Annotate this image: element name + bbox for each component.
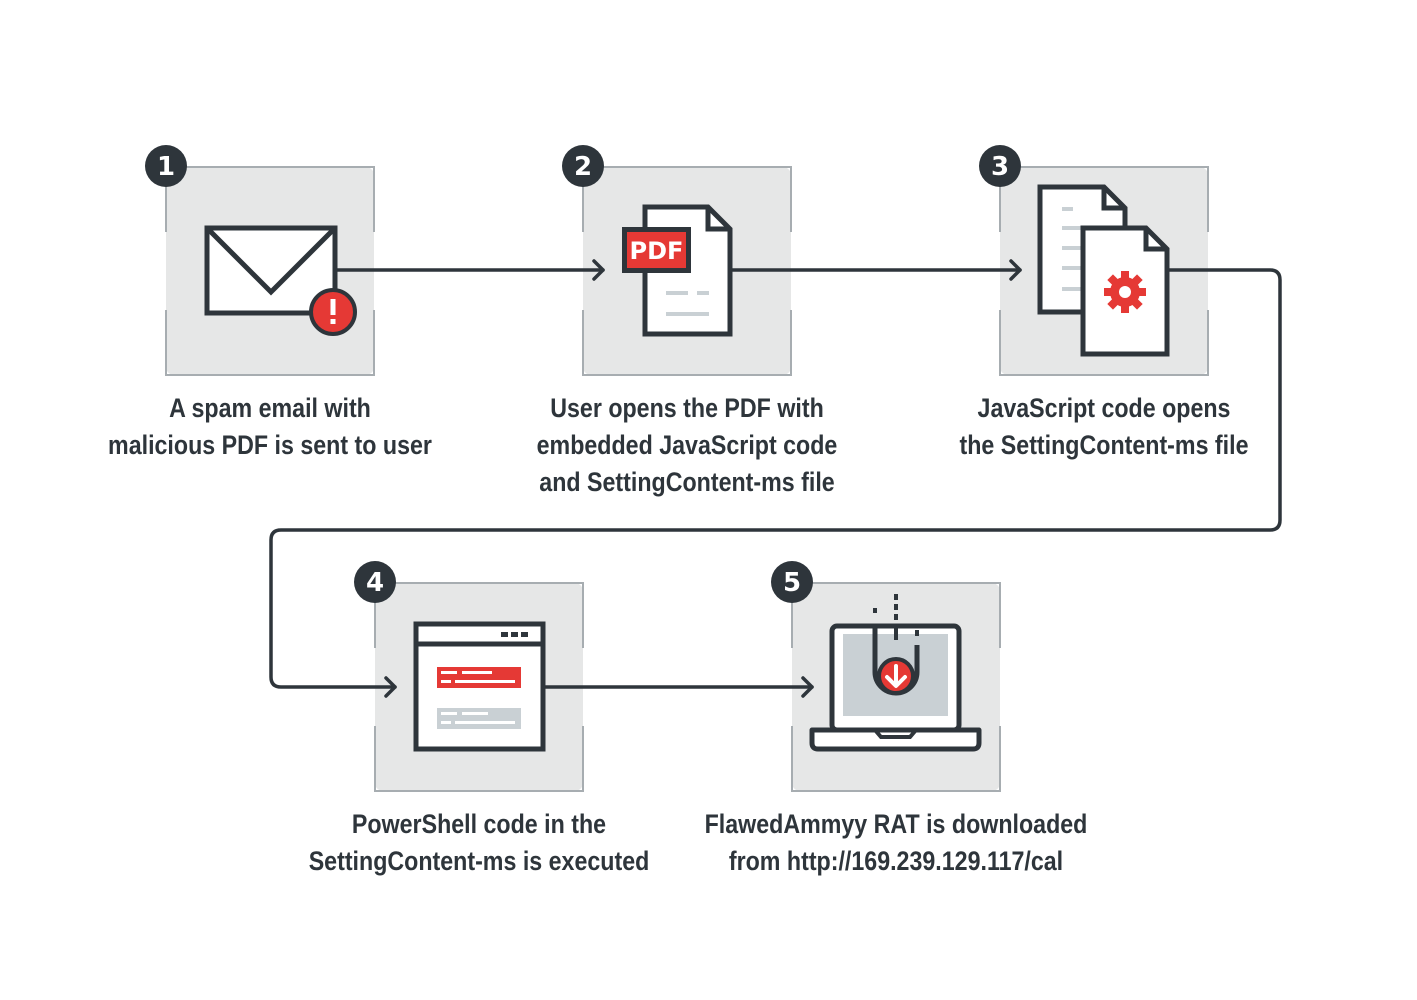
cable-lines	[873, 594, 919, 640]
step-2-number: 2	[574, 152, 592, 182]
step-1-badge: 1	[145, 145, 187, 187]
powershell-window-icon	[413, 621, 546, 752]
step-5-caption: FlawedAmmyy RAT is downloaded from http:…	[703, 806, 1090, 880]
step-4-caption: PowerShell code in the SettingContent-ms…	[307, 806, 651, 880]
pdf-document-icon: PDF	[622, 204, 733, 337]
step-1-number: 1	[157, 152, 175, 182]
step-4-caption-line: PowerShell code in the	[351, 809, 607, 839]
step-3-number: 3	[991, 152, 1009, 182]
step-3-caption-line: JavaScript code opens	[977, 393, 1231, 423]
pdf-label: PDF	[630, 237, 684, 265]
settings-file-icon	[1037, 184, 1170, 357]
arrow-4-to-5	[541, 676, 814, 698]
download-icon	[877, 657, 915, 695]
step-3-caption-line: the SettingContent-ms file	[959, 430, 1249, 460]
step-3-caption: JavaScript code opens the SettingContent…	[932, 390, 1276, 464]
code-block-muted	[437, 708, 521, 729]
step-2-badge: 2	[562, 145, 604, 187]
step-5-caption-line: from http://169.239.129.117/cal	[728, 846, 1064, 876]
arrow-1-to-2	[334, 259, 605, 281]
flow-arrows	[269, 259, 1282, 698]
arrow-3-to-4	[269, 268, 1282, 698]
gear-icon	[1104, 271, 1146, 313]
step-1-caption-line: A spam email with	[169, 393, 371, 423]
code-block-highlighted	[437, 667, 521, 688]
step-2-caption: User opens the PDF with embedded JavaScr…	[515, 390, 859, 501]
step-2-caption-line: embedded JavaScript code	[536, 430, 838, 460]
step-4-badge: 4	[354, 561, 396, 603]
step-1-caption: A spam email with malicious PDF is sent …	[98, 390, 442, 464]
arrow-2-to-3	[729, 259, 1022, 281]
step-2-caption-line: and SettingContent-ms file	[539, 467, 835, 497]
step-2-caption-line: User opens the PDF with	[550, 393, 824, 423]
step-1-caption-line: malicious PDF is sent to user	[108, 430, 432, 460]
step-4-number: 4	[366, 568, 384, 598]
laptop-download-icon	[809, 594, 982, 752]
step-5-caption-line: FlawedAmmyy RAT is downloaded	[704, 809, 1088, 839]
step-5-number: 5	[783, 568, 801, 598]
envelope-alert-icon	[204, 225, 357, 336]
step-3-badge: 3	[979, 145, 1021, 187]
config-file-icon	[1080, 225, 1170, 357]
step-4-caption-line: SettingContent-ms is executed	[308, 846, 650, 876]
alert-icon	[309, 288, 357, 336]
step-5-badge: 5	[771, 561, 813, 603]
